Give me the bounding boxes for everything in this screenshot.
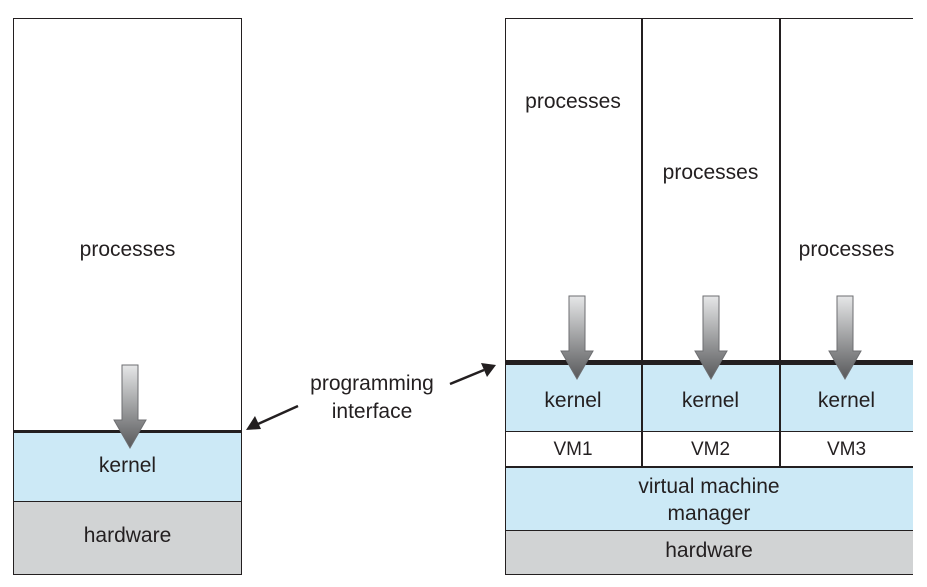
vmm-layer: [506, 467, 913, 530]
vm2-kernel-label: kernel: [681, 389, 740, 412]
vm2-label: VM2: [690, 439, 731, 460]
vmm-label-line1: virtual machine: [638, 475, 780, 498]
pointer-right-arrow-icon: [449, 363, 496, 386]
vm2-processes-label: processes: [662, 161, 759, 184]
right-stack: [505, 18, 913, 575]
right-hardware-label: hardware: [665, 539, 753, 562]
left-hardware-label: hardware: [83, 524, 172, 547]
vm3-processes-label: processes: [798, 238, 895, 261]
vm1-kernel-label: kernel: [544, 389, 602, 412]
vm2-down-arrow-icon: [694, 295, 728, 381]
left-hardware-layer: [14, 501, 241, 574]
left-kernel-label: kernel: [98, 454, 157, 477]
vm3-label: VM3: [826, 439, 867, 460]
vm1-down-arrow-icon: [560, 295, 594, 381]
vm-divider-2: [779, 18, 781, 467]
left-stack: [13, 18, 242, 575]
programming-interface-line2: interface: [331, 400, 413, 423]
vm1-label: VM1: [553, 439, 593, 460]
vm3-down-arrow-icon: [828, 295, 862, 381]
vmm-hw-divider: [505, 529, 913, 531]
vmm-label-line2: manager: [667, 502, 751, 525]
vm3-kernel-label: kernel: [817, 389, 876, 412]
vm-divider-1: [641, 18, 643, 467]
left-down-arrow-icon: [113, 364, 147, 450]
programming-interface-line1: programming: [310, 372, 434, 395]
left-kernel-hw-divider: [13, 500, 242, 502]
pointer-left-arrow-icon: [246, 404, 299, 430]
kernel-vm-divider: [505, 430, 913, 432]
left-processes-label: processes: [79, 238, 176, 261]
vm-vmm-divider: [505, 466, 913, 468]
vm1-processes-label: processes: [525, 90, 621, 113]
right-hardware-layer: [506, 530, 913, 574]
